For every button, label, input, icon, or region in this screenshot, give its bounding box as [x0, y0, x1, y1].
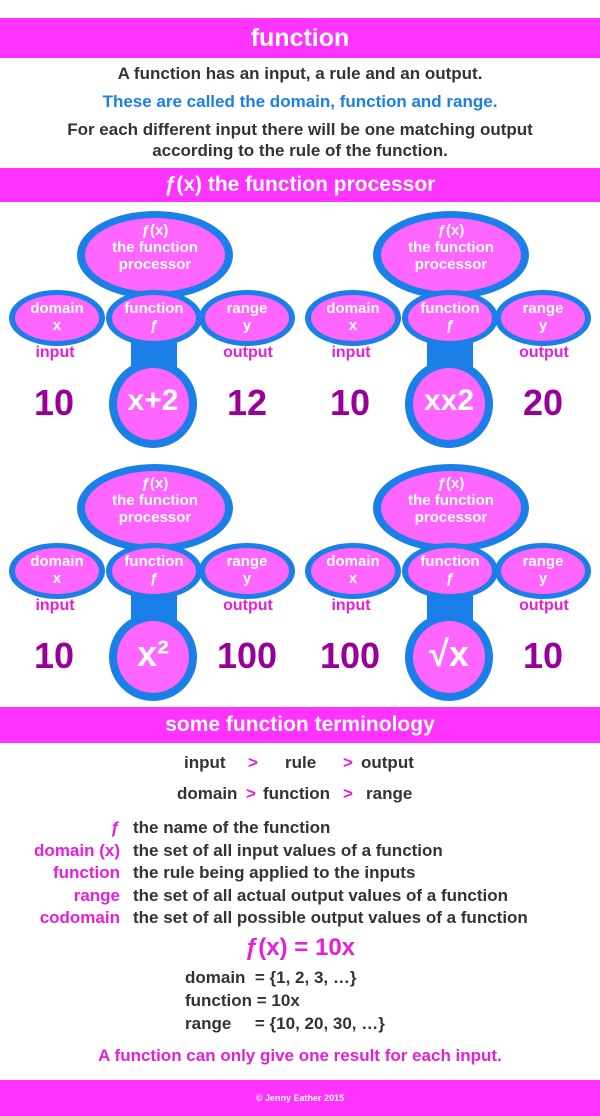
- flow-output: output: [361, 753, 414, 772]
- flow-input: input: [184, 753, 226, 772]
- flow-function: function: [263, 784, 331, 803]
- flow-arrow: >: [246, 784, 256, 803]
- input-value: 10: [329, 382, 371, 423]
- processor-shapes: [9, 211, 295, 448]
- input-value: 10: [33, 382, 75, 423]
- processor-banner: ƒ(x) the function processor: [0, 168, 600, 202]
- term-name: function: [52, 863, 120, 882]
- output-value: 100: [216, 635, 278, 676]
- footer-band: © Jenny Eather 2015: [0, 1080, 600, 1116]
- output-label: output: [519, 344, 569, 361]
- flow-arrow: >: [343, 753, 353, 772]
- rule-value: xx2: [423, 384, 475, 417]
- term-name: ƒ: [110, 818, 120, 837]
- rule-value: √x: [429, 633, 469, 674]
- example-domain: domain = {1, 2, 3, …}: [185, 968, 357, 987]
- title-banner: function: [0, 18, 600, 58]
- term-desc: the set of all possible output values of…: [133, 908, 528, 927]
- example-function: function = 10x: [185, 991, 300, 1010]
- intro-line-3b: according to the rule of the function.: [152, 141, 448, 160]
- intro-line-2: These are called the domain, function an…: [102, 92, 498, 111]
- flow-arrow: >: [248, 753, 258, 772]
- terminology-title: some function terminology: [165, 713, 435, 736]
- term-name: codomain: [39, 908, 120, 927]
- term-desc: the set of all input values of a functio…: [133, 841, 443, 860]
- processor-shapes: [305, 211, 591, 448]
- flow-arrow: >: [343, 784, 353, 803]
- processor-top-label: ƒ(x) the function processor: [408, 222, 494, 273]
- flow-rule: rule: [285, 753, 317, 772]
- term-name: domain (x): [34, 841, 120, 860]
- processor-top-label: ƒ(x) the function processor: [408, 475, 494, 526]
- input-label: input: [331, 597, 371, 614]
- rule-value: x²: [136, 633, 169, 674]
- flow-domain: domain: [177, 784, 238, 803]
- rule-value: x+2: [127, 384, 179, 417]
- output-label: output: [519, 597, 569, 614]
- input-label: input: [331, 344, 371, 361]
- output-label: output: [223, 344, 273, 361]
- term-desc: the name of the function: [133, 818, 331, 837]
- processor-top-label: ƒ(x) the function processor: [112, 475, 198, 526]
- intro-line-3a: For each different input there will be o…: [67, 120, 533, 139]
- input-label: input: [35, 344, 75, 361]
- output-value: 20: [522, 382, 564, 423]
- closing-statement: A function can only give one result for …: [98, 1046, 502, 1065]
- input-label: input: [35, 597, 75, 614]
- output-value: 10: [522, 635, 564, 676]
- term-desc: the rule being applied to the inputs: [133, 863, 416, 882]
- input-value: 10: [33, 635, 75, 676]
- flow-range: range: [366, 784, 413, 803]
- term-name: range: [73, 886, 120, 905]
- output-value: 12: [226, 382, 268, 423]
- processor-shapes: [305, 464, 591, 701]
- processor-shapes: [9, 464, 295, 701]
- processor-title: ƒ(x) the function processor: [164, 173, 436, 196]
- term-desc: the set of all actual output values of a…: [133, 886, 508, 905]
- example-range: range = {10, 20, 30, …}: [185, 1014, 385, 1033]
- page-title: function: [250, 24, 350, 52]
- terminology-banner: some function terminology: [0, 707, 600, 743]
- input-value: 100: [319, 635, 381, 676]
- processor-top-label: ƒ(x) the function processor: [112, 222, 198, 273]
- output-label: output: [223, 597, 273, 614]
- intro-line-1: A function has an input, a rule and an o…: [117, 64, 483, 83]
- copyright-text: © Jenny Eather 2015: [255, 1093, 345, 1103]
- example-function-title: ƒ(x) = 10x: [244, 934, 356, 961]
